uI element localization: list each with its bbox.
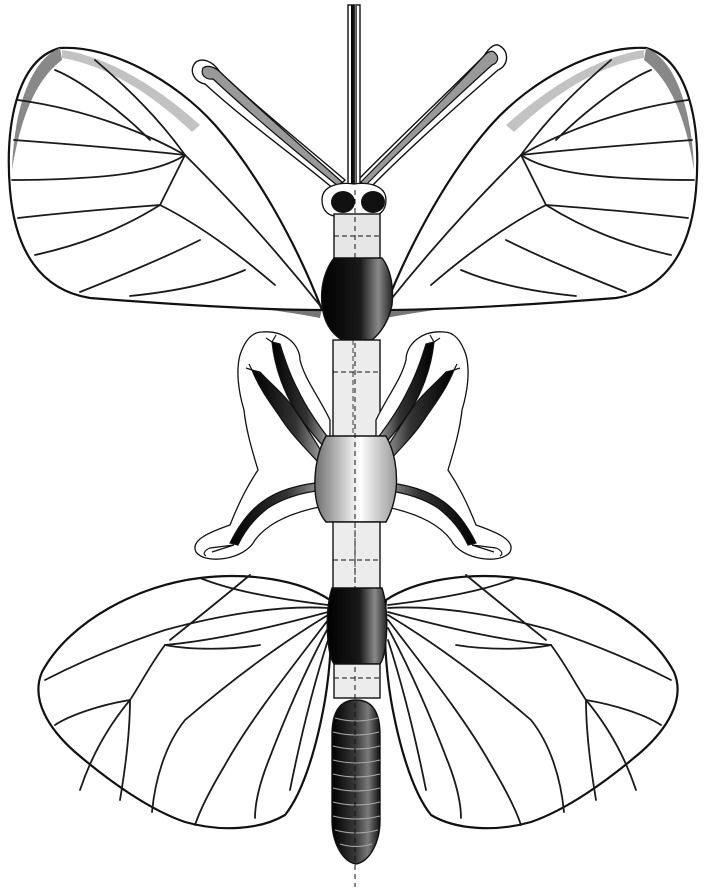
right-forewing <box>384 48 697 318</box>
mesothorax <box>315 436 397 522</box>
prothorax <box>322 258 393 340</box>
body-column <box>322 214 393 438</box>
abdomen <box>332 700 380 864</box>
left-forewing <box>9 48 322 318</box>
lower-body <box>327 522 387 864</box>
left-hindwing <box>38 575 331 828</box>
right-hindwing <box>385 575 678 828</box>
left-eye <box>331 191 355 213</box>
right-eye <box>361 191 385 213</box>
metathorax <box>327 588 387 664</box>
